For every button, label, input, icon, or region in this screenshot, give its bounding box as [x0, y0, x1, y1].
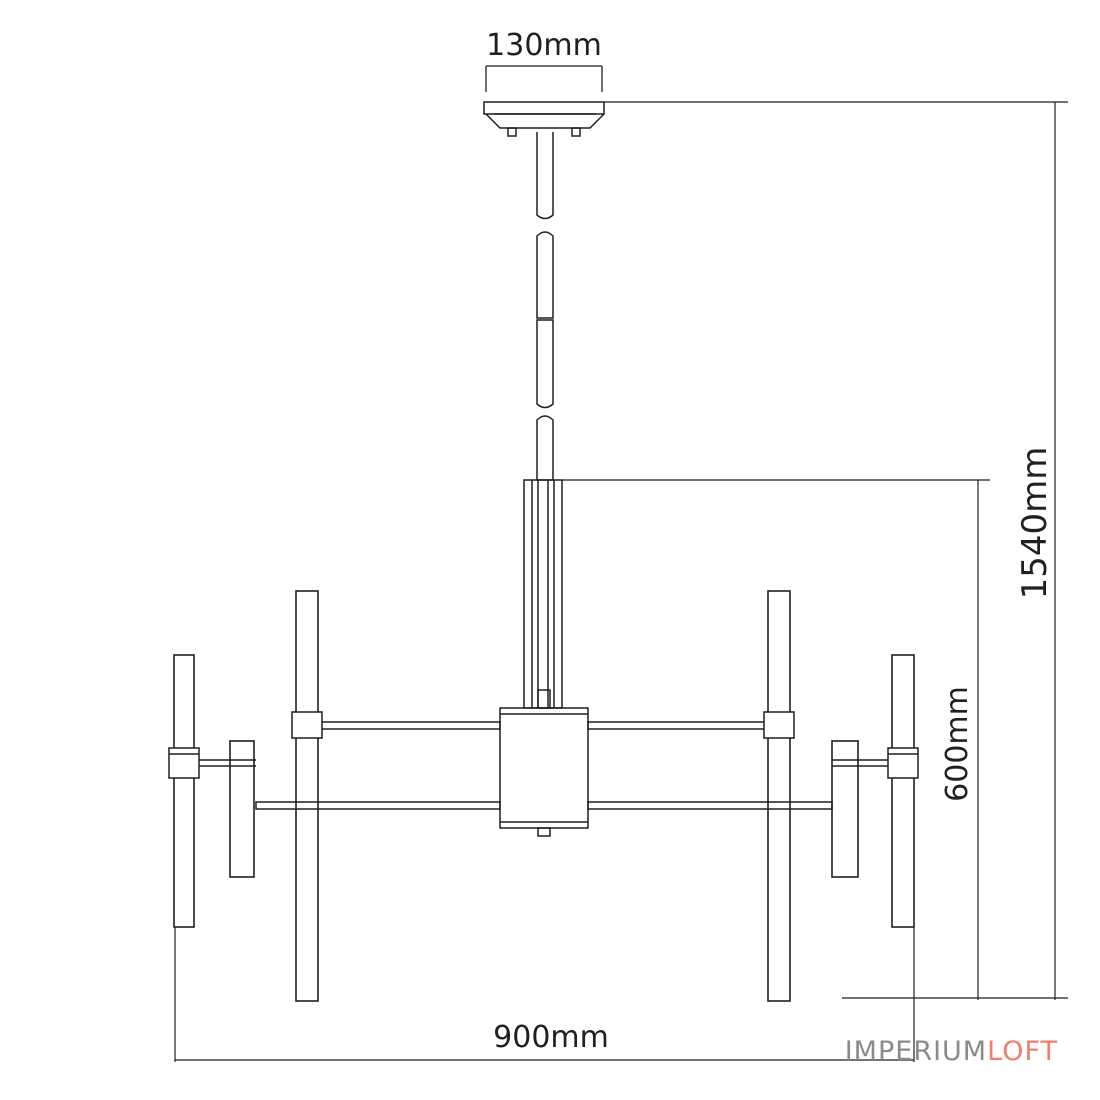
light-tubes [173, 590, 915, 1002]
total-height-label: 1540mm [1015, 447, 1055, 600]
canopy-width-label: 130mm [486, 28, 602, 63]
tube-mid-right [767, 590, 791, 1002]
tube-holders [168, 711, 919, 779]
central-column [523, 479, 563, 709]
total-width-dimension [174, 927, 915, 1062]
brand-watermark: IMPERIUMLOFT [845, 1036, 1058, 1067]
suspension-rod [536, 132, 554, 481]
body-height-label: 600mm [940, 686, 975, 802]
tube-far-left [173, 654, 195, 928]
canopy-width-dimension [485, 65, 603, 92]
tube-far-right [891, 654, 915, 928]
brand-part-2: LOFT [987, 1036, 1058, 1067]
tube-inner-right [831, 740, 859, 878]
brand-part-1: IMPERIUM [844, 1036, 988, 1067]
tube-inner-left [229, 740, 255, 878]
body-height-dimension [562, 479, 990, 1000]
total-height-dimension [604, 101, 1068, 1000]
total-width-label: 900mm [493, 1020, 609, 1055]
ceiling-canopy [483, 101, 605, 137]
central-hub [499, 707, 589, 837]
tube-mid-left [295, 590, 319, 1002]
